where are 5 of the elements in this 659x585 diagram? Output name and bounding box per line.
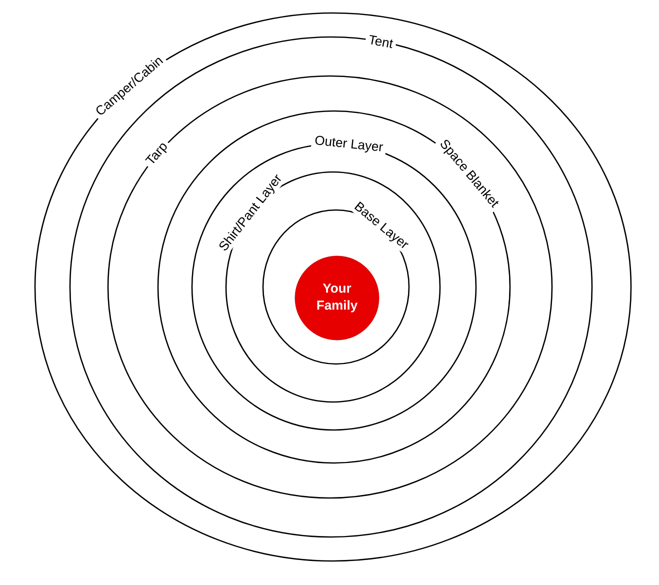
ring-label: Tent xyxy=(364,33,397,50)
ring-label: Tarp xyxy=(142,138,173,171)
ring-label: Outer Layer xyxy=(310,134,387,156)
ring xyxy=(69,36,593,538)
ring xyxy=(34,12,632,562)
